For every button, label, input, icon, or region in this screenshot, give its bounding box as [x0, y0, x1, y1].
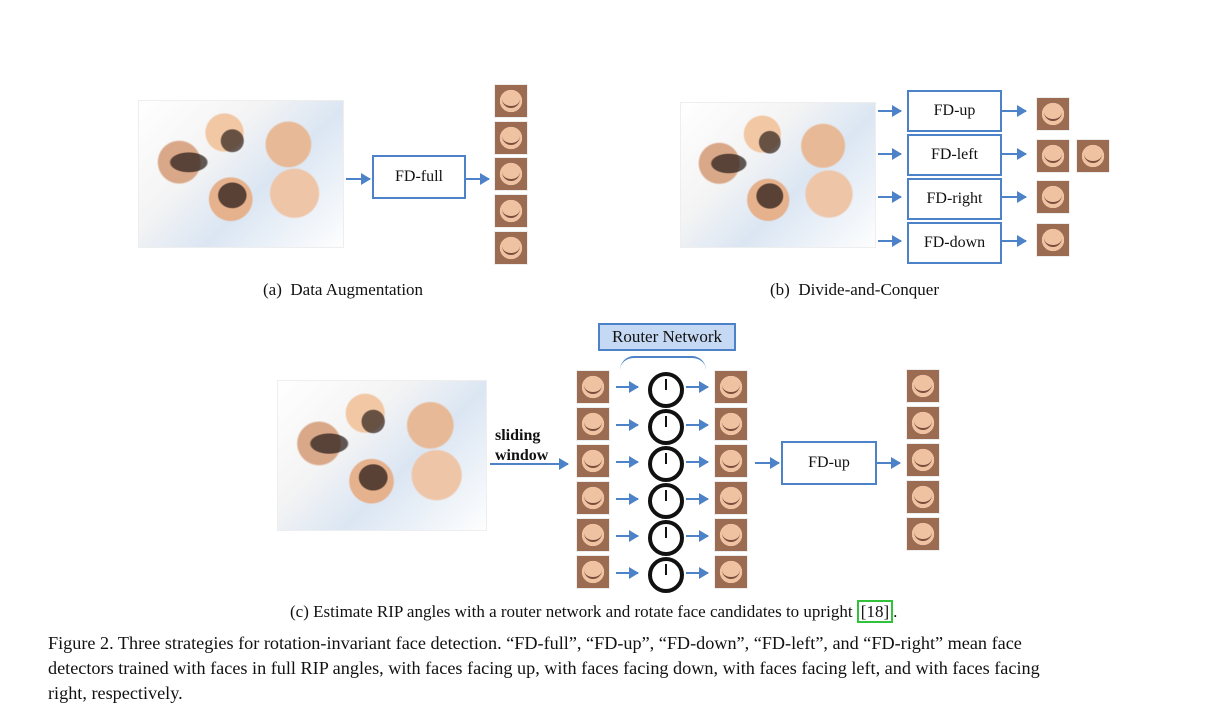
sliding-window-label: sliding window: [495, 426, 548, 466]
candidate-face-3: [576, 444, 610, 478]
fd-down-label: FD-down: [923, 234, 986, 251]
arrow-b-in-4: [878, 235, 902, 247]
caption-c: (c) Estimate RIP angles with a router ne…: [290, 600, 898, 623]
caption-a-text: Data Augmentation: [290, 280, 424, 299]
arrow-b-in-3: [878, 191, 902, 203]
sliding-window-arrow: [490, 458, 569, 470]
router-network-box: Router Network: [598, 323, 736, 351]
row-arrow-5b: [686, 530, 709, 542]
arrow-b-in-1: [878, 105, 902, 117]
arrow-c-out: [876, 457, 901, 469]
face-crop-b-down: [1036, 223, 1070, 257]
fd-left-box: FD-left: [907, 134, 1002, 176]
upright-face-2: [714, 407, 748, 441]
candidate-face-5: [576, 518, 610, 552]
angle-dial-6: [648, 557, 684, 593]
fd-down-box: FD-down: [907, 222, 1002, 264]
sliding-text: sliding: [495, 427, 541, 444]
row-arrow-4b: [686, 493, 709, 505]
citation-link[interactable]: [18]: [856, 600, 894, 623]
fd-full-label: FD-full: [395, 168, 443, 185]
candidate-face-6: [576, 555, 610, 589]
fd-up-label-b: FD-up: [933, 102, 976, 119]
upright-face-5: [714, 518, 748, 552]
output-face-1: [906, 369, 940, 403]
fd-left-label: FD-left: [930, 146, 979, 163]
caption-a: (a) Data Augmentation: [263, 280, 423, 300]
angle-dial-4: [648, 483, 684, 519]
figure-caption: Figure 2. Three strategies for rotation-…: [48, 631, 1170, 706]
figure-caption-line-2: detectors trained with faces in full RIP…: [48, 658, 1040, 678]
arrow-b-out-3: [1002, 191, 1027, 203]
fd-up-box-b: FD-up: [907, 90, 1002, 132]
upright-face-6: [714, 555, 748, 589]
row-arrow-1a: [616, 381, 639, 393]
face-crop-b-up: [1036, 97, 1070, 131]
face-crop-a-2: [494, 121, 528, 155]
row-arrow-3a: [616, 456, 639, 468]
row-arrow-3b: [686, 456, 709, 468]
caption-c-end: .: [893, 602, 898, 621]
figure-caption-line-3: right, respectively.: [48, 683, 183, 703]
face-crop-b-right: [1036, 180, 1070, 214]
arrow-b-in-2: [878, 148, 902, 160]
candidate-face-2: [576, 407, 610, 441]
face-crop-a-5: [494, 231, 528, 265]
row-arrow-2b: [686, 419, 709, 431]
row-arrow-5a: [616, 530, 639, 542]
group-photo-b: [680, 102, 876, 248]
face-crop-a-1: [494, 84, 528, 118]
candidate-face-1: [576, 370, 610, 404]
angle-dial-3: [648, 446, 684, 482]
face-crop-b-left-1: [1036, 139, 1070, 173]
upright-face-1: [714, 370, 748, 404]
router-brace: [620, 356, 706, 370]
figure-caption-line-1: Figure 2. Three strategies for rotation-…: [48, 633, 1022, 653]
row-arrow-6b: [686, 567, 709, 579]
group-photo-a: [138, 100, 344, 248]
angle-dial-5: [648, 520, 684, 556]
candidate-face-4: [576, 481, 610, 515]
fd-right-box: FD-right: [907, 178, 1002, 220]
arrow-b-out-2: [1002, 148, 1027, 160]
router-network-label: Router Network: [611, 327, 722, 346]
upright-face-3: [714, 444, 748, 478]
output-face-4: [906, 480, 940, 514]
face-crop-a-3: [494, 157, 528, 191]
output-face-5: [906, 517, 940, 551]
row-arrow-1b: [686, 381, 709, 393]
caption-c-text: Estimate RIP angles with a router networ…: [313, 602, 853, 621]
group-photo-c: [277, 380, 487, 531]
upright-face-4: [714, 481, 748, 515]
output-face-2: [906, 406, 940, 440]
arrow-a-1: [346, 173, 371, 185]
row-arrow-6a: [616, 567, 639, 579]
output-face-3: [906, 443, 940, 477]
arrow-b-out-1: [1002, 105, 1027, 117]
face-crop-b-left-2: [1076, 139, 1110, 173]
angle-dial-1: [648, 372, 684, 408]
arrow-a-2: [465, 173, 490, 185]
row-arrow-4a: [616, 493, 639, 505]
fd-up-box-c: FD-up: [781, 441, 877, 485]
caption-b-text: Divide-and-Conquer: [798, 280, 940, 299]
window-text: window: [495, 447, 549, 464]
fd-right-label: FD-right: [926, 190, 983, 207]
arrow-c-to-fd: [755, 457, 780, 469]
fd-up-label-c: FD-up: [808, 454, 850, 471]
row-arrow-2a: [616, 419, 639, 431]
arrow-b-out-4: [1002, 235, 1027, 247]
fd-full-box: FD-full: [372, 155, 466, 199]
caption-a-tag: (a): [263, 280, 282, 299]
caption-b: (b) Divide-and-Conquer: [770, 280, 939, 300]
angle-dial-2: [648, 409, 684, 445]
face-crop-a-4: [494, 194, 528, 228]
caption-c-tag: (c): [290, 602, 309, 621]
caption-b-tag: (b): [770, 280, 790, 299]
